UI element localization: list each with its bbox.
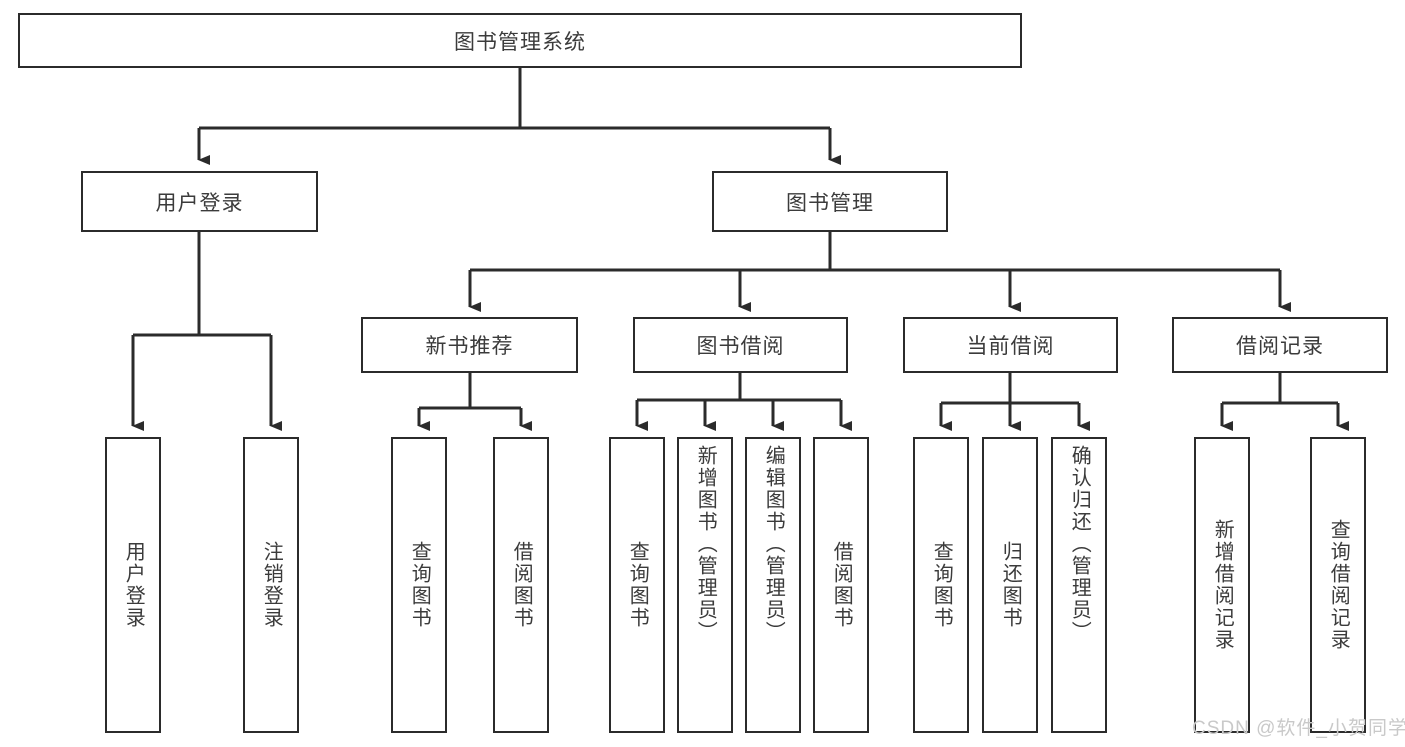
leaf-return-book[interactable]: 归还图书 (982, 437, 1038, 733)
node-book-borrow[interactable]: 图书借阅 (633, 317, 848, 373)
csdn-watermark: CSDN @软件_小贺同学 (1192, 718, 1405, 739)
leaf-query-borrow-record[interactable]: 查询借阅记录 (1310, 437, 1366, 733)
node-current-borrow[interactable]: 当前借阅 (903, 317, 1118, 373)
node-book-management[interactable]: 图书管理 (712, 171, 948, 232)
leaf-borrow-book[interactable]: 借阅图书 (813, 437, 869, 733)
node-borrow-record[interactable]: 借阅记录 (1172, 317, 1388, 373)
node-new-book-recommend[interactable]: 新书推荐 (361, 317, 578, 373)
leaf-add-borrow-record[interactable]: 新增借阅记录 (1194, 437, 1250, 733)
leaf-edit-book-admin[interactable]: 编辑图书（管理员） (745, 437, 801, 733)
leaf-user-login[interactable]: 用户登录 (105, 437, 161, 733)
node-user-login[interactable]: 用户登录 (81, 171, 318, 232)
leaf-query-book-borrow[interactable]: 查询图书 (609, 437, 665, 733)
leaf-user-logout[interactable]: 注销登录 (243, 437, 299, 733)
leaf-confirm-return-admin[interactable]: 确认归还（管理员） (1051, 437, 1107, 733)
leaf-add-book-admin[interactable]: 新增图书（管理员） (677, 437, 733, 733)
leaf-borrow-book-recommend[interactable]: 借阅图书 (493, 437, 549, 733)
node-root[interactable]: 图书管理系统 (18, 13, 1022, 68)
leaf-query-book-recommend[interactable]: 查询图书 (391, 437, 447, 733)
leaf-query-book-current[interactable]: 查询图书 (913, 437, 969, 733)
